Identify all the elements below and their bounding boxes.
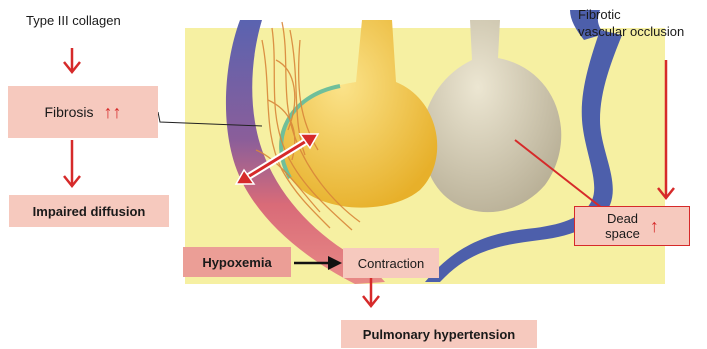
fibrosis-box: Fibrosis ↑↑	[8, 86, 158, 138]
impaired-diffusion-box: Impaired diffusion	[9, 195, 169, 227]
type-iii-collagen-label: Type III collagen	[26, 13, 121, 28]
down-arrow-icon	[64, 140, 80, 186]
up-arrow-icon: ↑↑	[104, 102, 122, 123]
fibrotic-line1: Fibrotic	[578, 6, 684, 23]
up-arrow-icon: ↑	[650, 216, 659, 237]
dead-space-line1: Dead	[605, 211, 640, 226]
pulmonary-hypertension-box: Pulmonary hypertension	[341, 320, 537, 348]
fibrotic-line2: vascular occlusion	[578, 23, 684, 40]
fibrotic-vascular-occlusion-label: Fibrotic vascular occlusion	[578, 6, 684, 40]
dead-space-line2: space	[605, 226, 640, 241]
contraction-box: Contraction	[343, 248, 439, 278]
down-arrow-icon	[64, 48, 80, 72]
fibrosis-label: Fibrosis	[44, 104, 93, 120]
hypoxemia-box: Hypoxemia	[183, 247, 291, 277]
dead-space-box: Dead space ↑	[574, 206, 690, 246]
